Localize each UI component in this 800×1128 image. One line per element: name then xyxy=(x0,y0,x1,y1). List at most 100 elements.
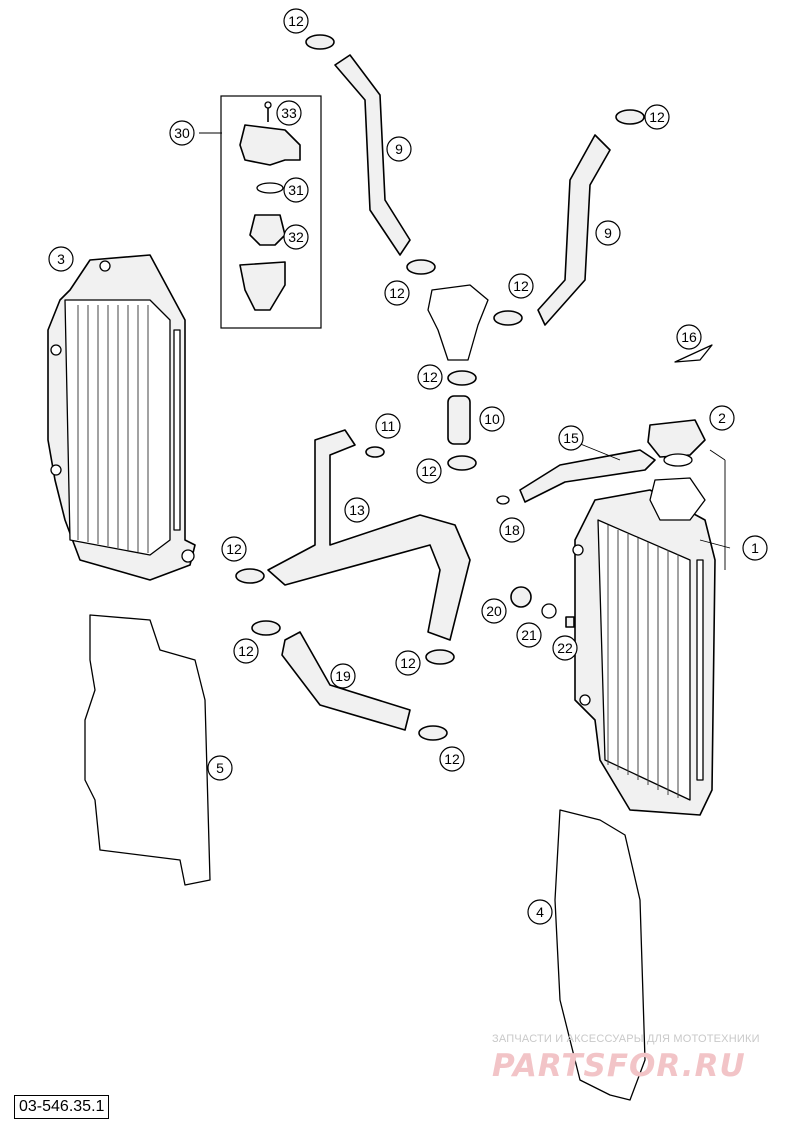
watermark-tagline: ЗАПЧАСТИ И АКСЕССУАРЫ ДЛЯ МОТОТЕХНИКИ xyxy=(492,1033,760,1045)
part-11-clip xyxy=(365,446,385,458)
callout-circle xyxy=(330,663,356,689)
callout-number: 31 xyxy=(288,182,304,198)
callout-c11: 11 xyxy=(375,413,401,439)
callout-circle xyxy=(207,755,233,781)
callout-number: 1 xyxy=(751,540,759,556)
callout-c13: 13 xyxy=(344,497,370,523)
callout-circle xyxy=(283,8,309,34)
callout-number: 33 xyxy=(281,105,297,121)
callout-circle xyxy=(233,638,259,664)
radiator-guard-4 xyxy=(554,809,646,1101)
callout-c31: 31 xyxy=(283,177,309,203)
callout-circle xyxy=(479,406,505,432)
leader-lines xyxy=(199,132,731,570)
callout-c12g: 12 xyxy=(221,536,247,562)
clamps xyxy=(235,34,645,741)
callout-circle xyxy=(283,224,309,250)
callout-c9a: 9 xyxy=(386,136,412,162)
callout-number: 20 xyxy=(486,603,502,619)
callout-number: 11 xyxy=(381,418,396,434)
callout-circle xyxy=(344,497,370,523)
callout-c19: 19 xyxy=(330,663,356,689)
callout-number: 15 xyxy=(563,430,579,446)
callout-number: 12 xyxy=(400,655,416,671)
callout-c33: 33 xyxy=(276,100,302,126)
callout-circle xyxy=(481,598,507,624)
callout-circle xyxy=(595,220,621,246)
callout-circle xyxy=(499,517,525,543)
callout-c9b: 9 xyxy=(595,220,621,246)
callout-c21: 21 xyxy=(516,622,542,648)
callout-number: 12 xyxy=(238,643,254,659)
part-21-washer xyxy=(541,603,557,619)
callout-number: 9 xyxy=(604,225,612,241)
callout-c16: 16 xyxy=(676,324,702,350)
callout-circle xyxy=(439,746,465,772)
callout-number: 3 xyxy=(57,251,65,267)
part-20-grommet xyxy=(510,586,532,608)
part-16-clip xyxy=(674,344,713,363)
callout-number: 9 xyxy=(395,141,403,157)
callout-circle xyxy=(48,246,74,272)
callout-circle xyxy=(416,458,442,484)
callout-circle xyxy=(676,324,702,350)
hose-15 xyxy=(519,449,656,503)
callout-c12c: 12 xyxy=(384,280,410,306)
callout-number: 13 xyxy=(349,502,365,518)
callout-number: 4 xyxy=(536,904,544,920)
callout-c12h: 12 xyxy=(233,638,259,664)
callout-c12j: 12 xyxy=(439,746,465,772)
callout-number: 18 xyxy=(504,522,520,538)
callout-c32: 32 xyxy=(283,224,309,250)
callout-c12e: 12 xyxy=(417,364,443,390)
callout-circle xyxy=(508,273,534,299)
callout-c1: 1 xyxy=(742,535,768,561)
callout-c5: 5 xyxy=(207,755,233,781)
callout-circle xyxy=(742,535,768,561)
callout-circle xyxy=(375,413,401,439)
hose-13 xyxy=(267,429,471,641)
callout-c22: 22 xyxy=(552,635,578,661)
callout-number: 12 xyxy=(389,285,405,301)
callout-c12a: 12 xyxy=(283,8,309,34)
callout-c30: 30 xyxy=(169,120,195,146)
callout-number: 30 xyxy=(174,125,190,141)
callout-c2: 2 xyxy=(709,405,735,431)
hose-9-upper-right xyxy=(537,134,611,326)
callout-c12i: 12 xyxy=(395,650,421,676)
callout-number: 12 xyxy=(421,463,437,479)
callout-c4: 4 xyxy=(527,899,553,925)
callout-c10: 10 xyxy=(479,406,505,432)
callout-c3: 3 xyxy=(48,246,74,272)
callout-c12b: 12 xyxy=(644,104,670,130)
callout-number: 32 xyxy=(288,229,304,245)
callout-circle xyxy=(417,364,443,390)
hose-10 xyxy=(447,395,471,445)
water-pump-housing xyxy=(427,284,489,361)
callout-circle xyxy=(276,100,302,126)
callout-c12f: 12 xyxy=(416,458,442,484)
part-22-bolt xyxy=(565,616,575,628)
callout-circle xyxy=(709,405,735,431)
left-radiator xyxy=(47,254,196,581)
callout-circle xyxy=(384,280,410,306)
callout-number: 12 xyxy=(226,541,242,557)
callout-number: 5 xyxy=(216,760,224,776)
radiator-guard-5 xyxy=(84,614,211,886)
callout-circle xyxy=(395,650,421,676)
callout-circle xyxy=(386,136,412,162)
part-18-clip xyxy=(496,495,510,505)
callout-c18: 18 xyxy=(499,517,525,543)
callout-number: 10 xyxy=(484,411,500,427)
callout-number: 2 xyxy=(718,410,726,426)
callout-c20: 20 xyxy=(481,598,507,624)
callout-number: 16 xyxy=(681,329,697,345)
callout-circle xyxy=(221,536,247,562)
callout-circle xyxy=(644,104,670,130)
callout-number: 12 xyxy=(422,369,438,385)
callout-number: 19 xyxy=(335,668,351,684)
callout-number: 21 xyxy=(521,627,537,643)
callout-circle xyxy=(552,635,578,661)
